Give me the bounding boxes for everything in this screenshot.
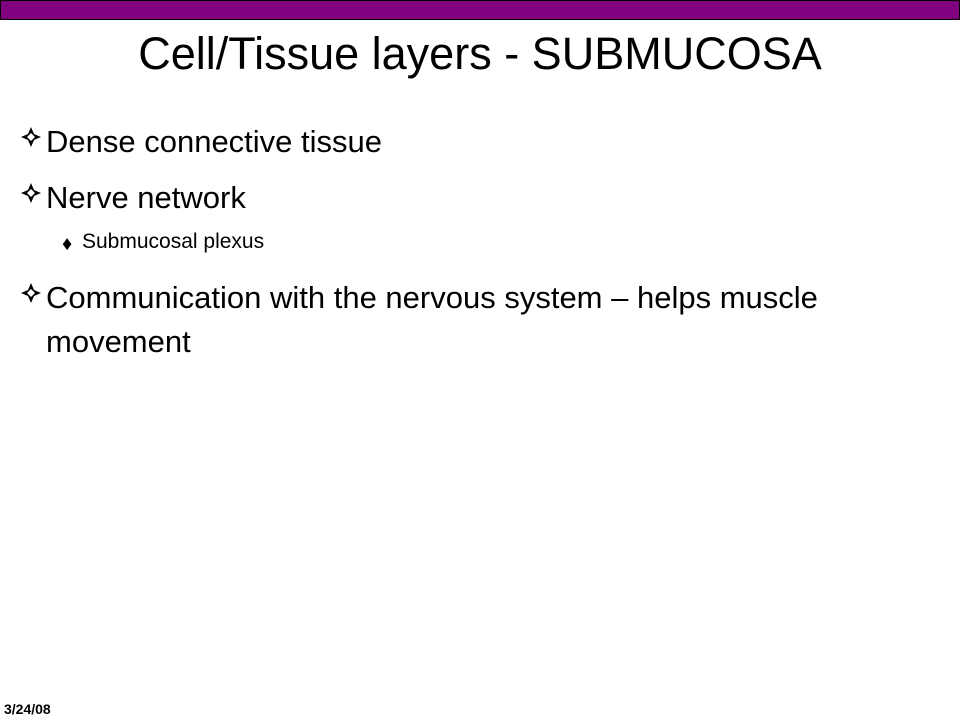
sub-bullet-text: Submucosal plexus xyxy=(82,230,265,253)
top-accent-bar xyxy=(0,0,960,20)
slide-title: Cell/Tissue layers - SUBMUCOSA xyxy=(138,28,822,79)
four-petal-diamond-icon xyxy=(20,182,42,204)
diamond-icon: ♦ xyxy=(62,233,73,255)
footer-date: 3/24/08 xyxy=(4,701,51,717)
four-petal-diamond-icon xyxy=(20,282,42,304)
bullet-text: Dense connective tissue xyxy=(46,124,383,159)
bullet-text: Communication with the nervous system – … xyxy=(46,280,818,359)
four-petal-diamond-icon xyxy=(20,126,42,148)
bullet-text: Nerve network xyxy=(46,180,246,215)
